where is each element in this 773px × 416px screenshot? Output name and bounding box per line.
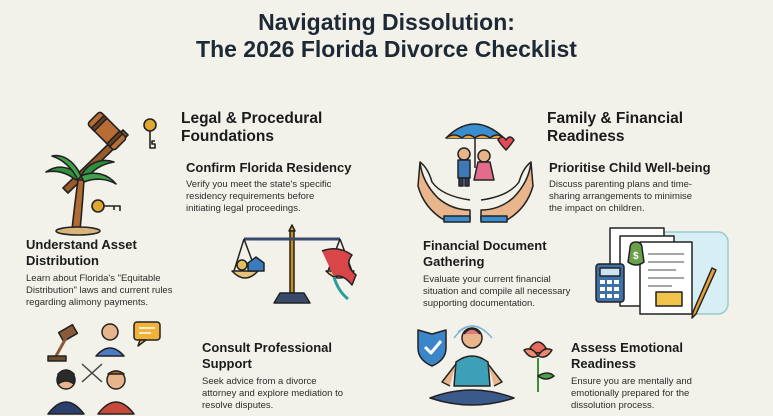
gavel-palm-tree-keys-icon bbox=[45, 111, 157, 236]
item-consult-support: Consult Professional Support Seek advice… bbox=[202, 340, 343, 412]
item-text-3: regarding alimony payments. bbox=[26, 297, 148, 308]
item-title-line-2: Readiness bbox=[571, 356, 637, 371]
scales-of-justice-icon bbox=[231, 224, 357, 304]
item-text-2: attorney and explore mediation to bbox=[202, 388, 344, 399]
item-title: Confirm Florida Residency bbox=[186, 160, 352, 175]
item-title-line-1: Understand Asset bbox=[26, 237, 137, 252]
item-text-1: Verify you meet the state's specific bbox=[186, 179, 332, 190]
item-title-line-2: Gathering bbox=[423, 254, 485, 269]
item-text-3: the impact on children. bbox=[549, 203, 645, 214]
item-text-1: Discuss parenting plans and time- bbox=[549, 179, 693, 190]
left-heading-line-2: Foundations bbox=[181, 128, 274, 145]
financial-documents-icon: $ bbox=[595, 227, 729, 319]
family-umbrella-hands-icon bbox=[417, 123, 534, 223]
right-heading-line-2: Readiness bbox=[547, 128, 625, 145]
item-text-1: Seek advice from a divorce bbox=[202, 376, 317, 387]
legal-consultation-icon bbox=[47, 321, 161, 415]
item-child-wellbeing: Prioritise Child Well-being Discuss pare… bbox=[549, 160, 711, 215]
item-text-3: supporting documentation. bbox=[423, 298, 535, 309]
item-asset-distribution: Understand Asset Distribution Learn abou… bbox=[26, 237, 172, 309]
item-text-2: Distribution" laws and current rules bbox=[26, 285, 173, 296]
item-financial-documents: Financial Document Gathering Evaluate yo… bbox=[423, 238, 570, 310]
item-title-line-2: Distribution bbox=[26, 253, 99, 268]
item-title-line-2: Support bbox=[202, 356, 252, 371]
page-title-line-1: Navigating Dissolution: bbox=[258, 9, 515, 35]
item-text-2: emotionally prepared for the bbox=[571, 388, 690, 399]
item-text-2: sharing arrangements to minimise bbox=[549, 191, 693, 202]
item-title-line-1: Financial Document bbox=[423, 238, 547, 253]
item-text-2: situation and compile all necessary bbox=[423, 286, 571, 297]
item-title-line-1: Assess Emotional bbox=[571, 340, 683, 355]
item-title-line-1: Consult Professional bbox=[202, 340, 333, 355]
meditation-emotional-icon bbox=[417, 325, 555, 406]
left-section-heading: Legal & Procedural Foundations bbox=[181, 110, 322, 146]
item-text-3: resolve disputes. bbox=[202, 400, 274, 411]
svg-text:$: $ bbox=[633, 251, 639, 262]
item-title: Prioritise Child Well-being bbox=[549, 160, 711, 175]
item-text-1: Learn about Florida's "Equitable bbox=[26, 273, 161, 284]
left-heading-line-1: Legal & Procedural bbox=[181, 110, 323, 127]
item-text-1: Evaluate your current financial bbox=[423, 274, 551, 285]
item-emotional-readiness: Assess Emotional Readiness Ensure you ar… bbox=[571, 340, 692, 412]
page-title-line-2: The 2026 Florida Divorce Checklist bbox=[196, 36, 577, 62]
item-text-3: dissolution process. bbox=[571, 400, 655, 411]
item-text-3: initiating legal proceedings. bbox=[186, 203, 301, 214]
item-text-2: residency requirements before bbox=[186, 191, 315, 202]
item-text-1: Ensure you are mentally and bbox=[571, 376, 692, 387]
item-confirm-residency: Confirm Florida Residency Verify you mee… bbox=[186, 160, 351, 215]
right-heading-line-1: Family & Financial bbox=[547, 110, 684, 127]
right-section-heading: Family & Financial Readiness bbox=[547, 110, 683, 146]
